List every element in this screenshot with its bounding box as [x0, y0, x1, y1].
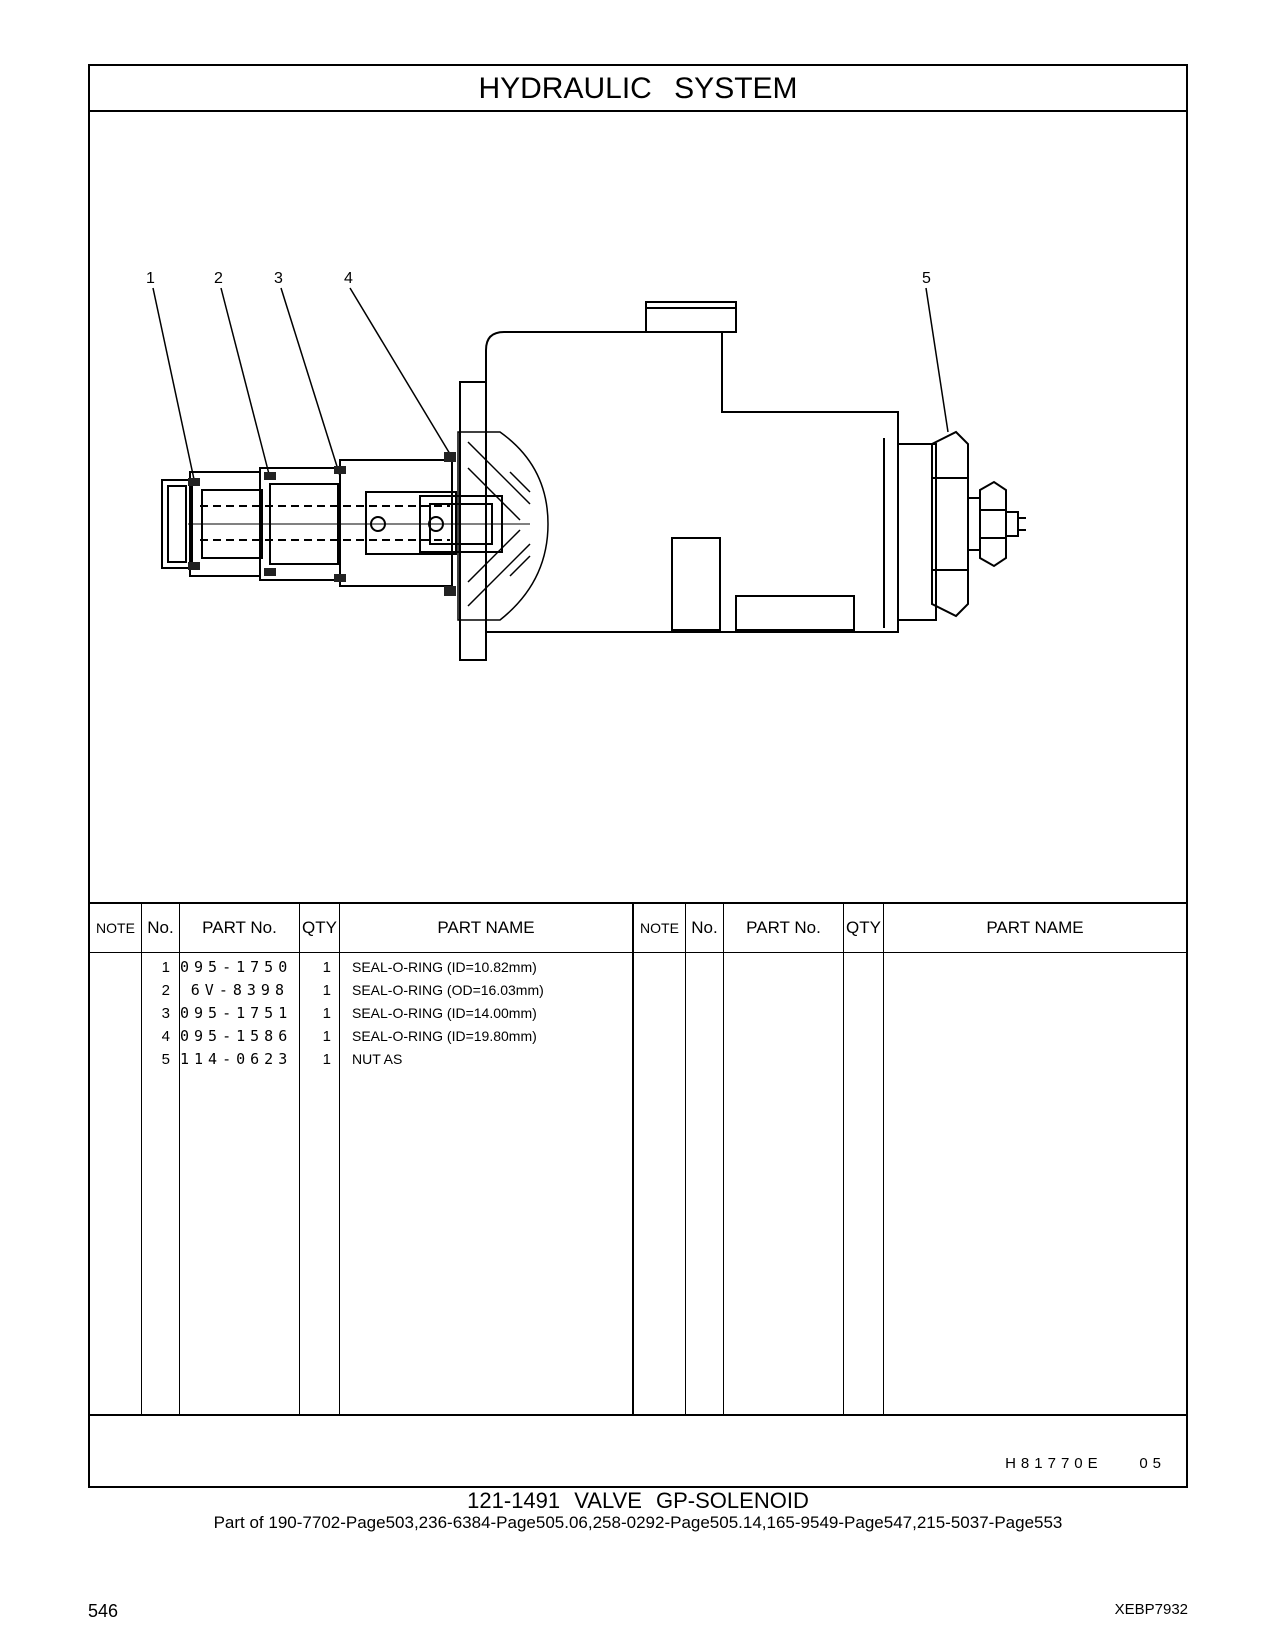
- document-code: XEBP7932: [1114, 1601, 1188, 1618]
- solenoid-valve-drawing: 1 2 3 4 5: [146, 270, 1026, 661]
- solenoid-body: [485, 301, 937, 633]
- table-cell-no: 1: [161, 959, 170, 976]
- note-column-right: NOTE: [634, 904, 686, 1414]
- table-cell-qty: 1: [322, 1028, 331, 1045]
- part-number-header: PART No.: [724, 904, 843, 953]
- table-cell-part-no: 095-1751: [180, 1004, 293, 1022]
- qty-header: QTY: [844, 904, 883, 953]
- mounting-flange: [459, 381, 487, 661]
- page-title: HYDRAULIC SYSTEM: [90, 66, 1186, 112]
- table-cell-part-name: SEAL-O-RING (ID=14.00mm): [352, 1005, 537, 1021]
- assembly-title: 121-1491 VALVE GP-SOLENOID: [467, 1488, 809, 1513]
- table-cell-no: 5: [161, 1051, 170, 1068]
- table-cell-part-name: SEAL-O-RING (OD=16.03mm): [352, 982, 544, 998]
- table-cell-part-no: 114-0623: [180, 1050, 293, 1068]
- parts-page-frame: HYDRAULIC SYSTEM 1 2 3 4 5: [88, 64, 1188, 1488]
- table-cell-no: 4: [161, 1028, 170, 1045]
- table-cell-qty: 1: [322, 959, 331, 976]
- table-cell-qty: 1: [322, 1005, 331, 1022]
- number-header: No.: [686, 904, 723, 953]
- part-number-column: PART No. 095-1750 6V-8398 095-1751 095-1…: [180, 904, 300, 1414]
- part-name-header: PART NAME: [884, 904, 1186, 953]
- table-cell-part-no: 095-1750: [180, 958, 293, 976]
- valve-cartridge: [161, 459, 530, 587]
- table-cell-part-no: 6V-8398: [190, 981, 289, 999]
- page-number: 546: [88, 1601, 119, 1621]
- note-header: NOTE: [90, 904, 141, 953]
- table-cell-no: 2: [161, 982, 170, 999]
- callout-label: 5: [922, 270, 931, 287]
- table-cell-qty: 1: [322, 982, 331, 999]
- qty-column-right: QTY: [844, 904, 884, 1414]
- nut-assembly: [931, 430, 1026, 618]
- o-ring-seals: [188, 452, 456, 596]
- table-cell-part-name: NUT AS: [352, 1051, 403, 1067]
- qty-header: QTY: [300, 904, 339, 953]
- table-footer-area: H81770E 05: [90, 1414, 1186, 1486]
- leader-lines: [152, 287, 949, 485]
- callout-label: 1: [146, 270, 155, 287]
- part-name-header: PART NAME: [340, 904, 632, 953]
- table-cell-qty: 1: [322, 1051, 331, 1068]
- part-number-column-right: PART No.: [724, 904, 844, 1414]
- drawing-code: H81770E 05: [1005, 1455, 1166, 1472]
- note-column: NOTE: [90, 904, 142, 1414]
- number-header: No.: [142, 904, 179, 953]
- note-header: NOTE: [634, 904, 685, 953]
- table-cell-part-no: 095-1586: [180, 1027, 293, 1045]
- qty-column: QTY 1 1 1 1 1: [300, 904, 340, 1414]
- table-cell-part-name: SEAL-O-RING (ID=10.82mm): [352, 959, 537, 975]
- number-column-right: No.: [686, 904, 724, 1414]
- part-name-column-right: PART NAME: [884, 904, 1186, 1414]
- callout-label: 3: [274, 270, 283, 287]
- number-column: No. 1 2 3 4 5: [142, 904, 180, 1414]
- hatched-collar: [457, 431, 549, 621]
- table-cell-part-name: SEAL-O-RING (ID=19.80mm): [352, 1028, 537, 1044]
- callout-label: 4: [344, 270, 353, 287]
- table-cell-no: 3: [161, 1005, 170, 1022]
- callout-label: 2: [214, 270, 223, 287]
- parts-table: NOTE No. 1 2 3 4 5 PART No. 095-1750 6V-…: [90, 902, 1186, 1414]
- part-number-header: PART No.: [180, 904, 299, 953]
- part-name-column: PART NAME SEAL-O-RING (ID=10.82mm) SEAL-…: [340, 904, 634, 1414]
- assembly-usage: Part of 190-7702-Page503,236-6384-Page50…: [213, 1513, 1063, 1532]
